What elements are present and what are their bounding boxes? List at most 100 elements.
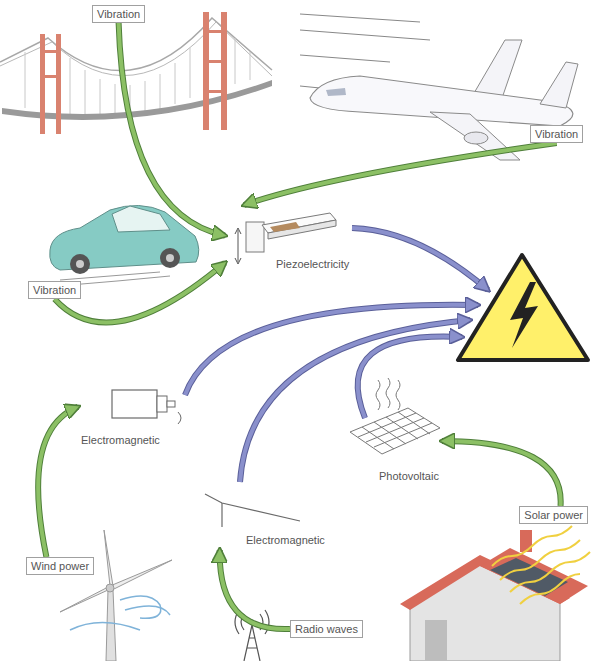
source-label: Wind power [26, 557, 94, 575]
house-illustration [510, 552, 590, 592]
airplane-illustration [300, 30, 430, 40]
bridge-illustration [0, 12, 272, 134]
generator-symbol [112, 390, 157, 418]
bridge-illustration [203, 60, 227, 63]
arrow-body [244, 143, 557, 205]
photovoltaic-panel [386, 378, 390, 408]
photovoltaic-panel [362, 412, 430, 449]
bridge-illustration [56, 34, 61, 134]
house-illustration [490, 558, 568, 596]
piezo-cantilever [246, 222, 264, 252]
power-flow-arrow [240, 320, 470, 482]
node-label: Radio waves [295, 623, 358, 635]
bridge-illustration [203, 12, 209, 130]
house-illustration [400, 526, 590, 661]
wind-turbine [125, 606, 170, 615]
photovoltaic-panel [376, 380, 380, 410]
generator-symbol [167, 401, 175, 407]
house-illustration [520, 574, 580, 604]
piezo-cantilever [235, 228, 241, 264]
wind-turbine [70, 596, 170, 630]
power-flow-arrow [352, 228, 488, 290]
airplane-illustration [300, 55, 390, 62]
bridge-illustration [40, 75, 61, 78]
house-illustration [492, 526, 572, 566]
source-label: Vibration [28, 281, 81, 299]
wind-turbine [60, 530, 172, 661]
piezo-cantilever [270, 222, 300, 232]
source-label: Solar power [519, 506, 588, 524]
bridge-illustration [221, 12, 227, 130]
power-flow-arrow [185, 305, 478, 395]
arrow-outline [119, 23, 225, 236]
car-illustration [70, 254, 90, 274]
generator-symbol [112, 390, 181, 424]
car-illustration [50, 205, 199, 285]
power-flow-arrow [240, 320, 470, 482]
bridge-illustration [250, 52, 251, 80]
energy-source-arrow [119, 23, 225, 236]
harvester-node: Electromagnetic [205, 485, 328, 550]
arrow-outline [38, 407, 78, 557]
harvester-node: Piezoelectricity [225, 205, 352, 273]
source-label: Vibration [92, 5, 145, 23]
airplane-illustration [300, 14, 420, 22]
bridge-illustration [235, 38, 236, 84]
car-illustration [166, 254, 174, 262]
wind-turbine [104, 530, 113, 586]
bridge-illustration [40, 34, 45, 134]
bridge-illustration [40, 12, 227, 134]
power-flow-arrow [358, 336, 462, 418]
bridge-illustration [203, 90, 227, 93]
harvester-node: Photovoltaic [340, 375, 442, 485]
node-label: Electromagnetic [80, 433, 161, 447]
airplane-illustration [326, 88, 346, 96]
piezo-cantilever [238, 230, 239, 262]
arrow-body [119, 23, 225, 236]
bridge-illustration [203, 30, 227, 33]
node-label: Vibration [535, 128, 578, 140]
antenna-symbol [205, 494, 300, 521]
bridge-illustration [175, 63, 176, 104]
node-label: Piezoelectricity [275, 257, 350, 271]
arrow-body [442, 441, 561, 506]
house-illustration [480, 548, 588, 604]
car-illustration [112, 206, 170, 232]
photovoltaic-panel [396, 380, 400, 410]
source-label: Radio waves [290, 620, 363, 638]
wind-turbine [70, 623, 140, 631]
node-label: Electromagnetic [245, 533, 326, 547]
airplane-illustration [300, 14, 578, 160]
arrow-outline [442, 441, 561, 506]
high-voltage-sign [510, 282, 538, 348]
airplane-illustration [464, 132, 488, 144]
bridge-illustration [145, 81, 146, 113]
airplane-illustration [540, 62, 578, 108]
piezo-cantilever [268, 220, 336, 239]
node-label: Photovoltaic [378, 469, 440, 483]
source-label: Vibration [530, 125, 583, 143]
energy-source-arrow [442, 441, 561, 506]
arrow-body [220, 550, 290, 629]
generator-symbol [157, 396, 167, 412]
energy-source-arrow [38, 407, 78, 557]
house-illustration [492, 526, 590, 604]
bridge-illustration [25, 52, 26, 108]
node-label: Vibration [33, 284, 76, 296]
wind-turbine [110, 560, 172, 590]
bridge-illustration [40, 50, 61, 53]
energy-source-arrow [244, 143, 557, 205]
bridge-illustration [190, 48, 191, 98]
bridge-illustration [160, 74, 161, 109]
node-label: Vibration [97, 8, 140, 20]
arrow-outline [220, 550, 290, 629]
radio-tower [244, 625, 260, 661]
harvester-node: Electromagnetic [78, 383, 183, 451]
bridge-illustration [115, 84, 116, 117]
wind-turbine [106, 590, 116, 661]
house-illustration [425, 620, 447, 661]
arrow-body [38, 407, 78, 557]
house-illustration [500, 540, 580, 580]
